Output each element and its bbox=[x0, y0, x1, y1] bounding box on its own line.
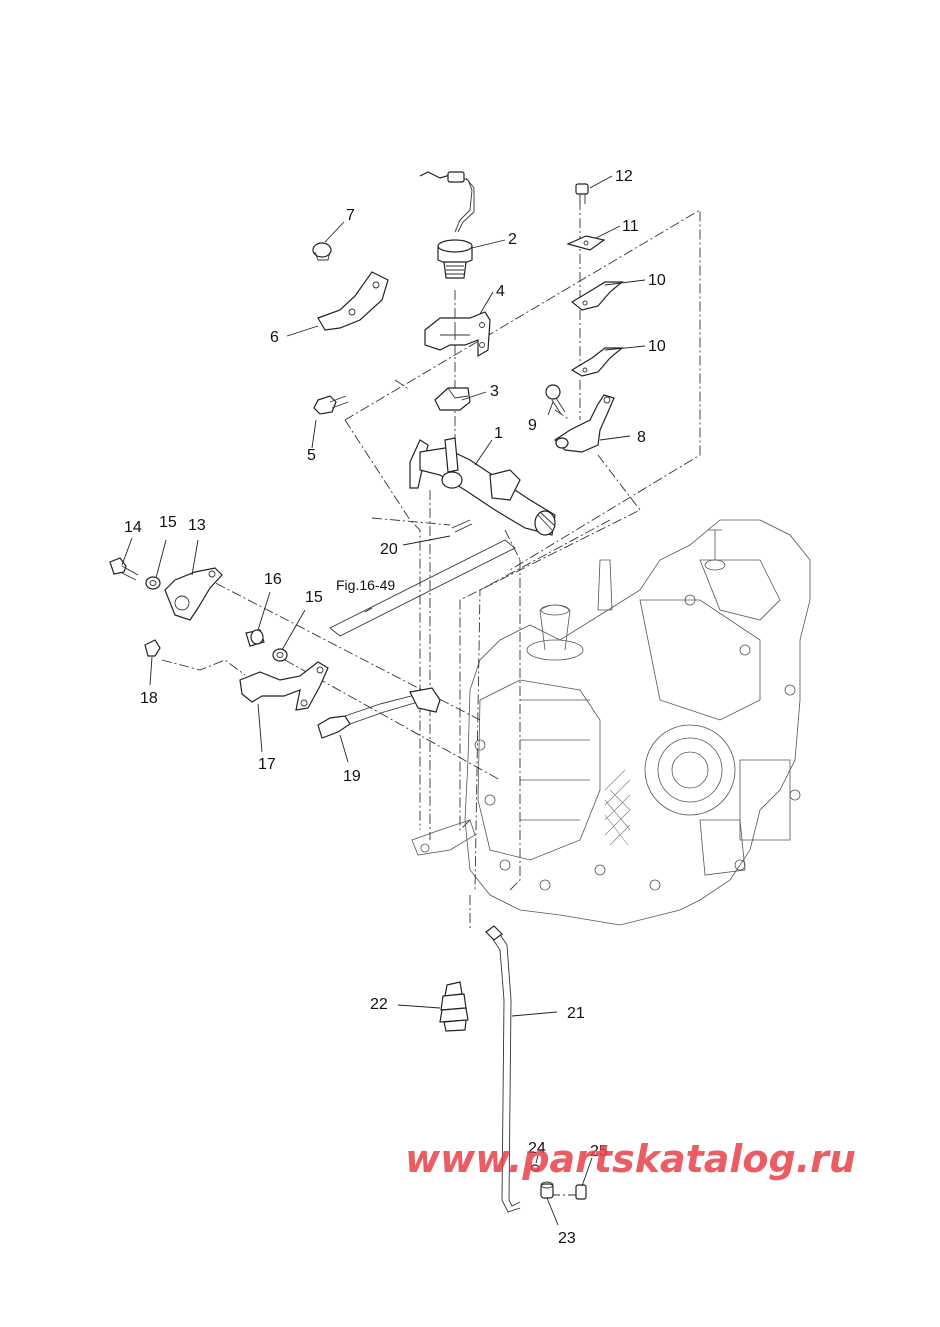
part-12-bolt bbox=[575, 183, 589, 204]
part-24-pin bbox=[530, 1164, 540, 1172]
callout-6: 6 bbox=[270, 329, 279, 346]
figure-reference-label: Fig.16-49 bbox=[336, 577, 395, 593]
part-18-bolt bbox=[144, 639, 161, 657]
callout-4: 4 bbox=[496, 283, 505, 300]
callout-15b: 15 bbox=[305, 589, 323, 606]
callout-18: 18 bbox=[140, 690, 158, 707]
callout-24: 24 bbox=[528, 1140, 546, 1157]
part-19-cable bbox=[317, 687, 441, 739]
part-23-nut bbox=[540, 1181, 554, 1199]
callout-22: 22 bbox=[370, 996, 388, 1013]
part-2-sensor bbox=[419, 171, 475, 279]
callout-10a: 10 bbox=[648, 272, 666, 289]
callout-labels: 1 2 3 4 5 6 7 8 9 10 10 11 12 13 14 15 1… bbox=[124, 168, 666, 1247]
callout-23: 23 bbox=[558, 1230, 576, 1247]
part-15-washer-b bbox=[272, 648, 288, 662]
leader-lines bbox=[121, 175, 646, 1226]
callout-13: 13 bbox=[188, 517, 206, 534]
callout-14: 14 bbox=[124, 519, 142, 536]
part-25-cap bbox=[575, 1184, 587, 1200]
part-14-bolt bbox=[109, 557, 139, 581]
part-22-grommet bbox=[439, 981, 469, 1032]
callout-11: 11 bbox=[622, 218, 639, 235]
part-20-pin bbox=[451, 519, 473, 533]
callout-15a: 15 bbox=[159, 514, 177, 531]
part-11-plate bbox=[566, 235, 606, 251]
part-13-bracket bbox=[164, 567, 223, 621]
callout-7: 7 bbox=[346, 207, 355, 224]
part-8-lever bbox=[554, 394, 615, 453]
part-7-cap bbox=[312, 242, 332, 261]
part-10-clip-upper bbox=[570, 281, 624, 311]
part-6-plate bbox=[317, 271, 389, 331]
part-21-rod bbox=[485, 925, 521, 1213]
callout-17: 17 bbox=[258, 756, 276, 773]
callout-3: 3 bbox=[490, 383, 499, 400]
watermark-text: www.partskatalog.ru bbox=[405, 1137, 856, 1181]
callout-19: 19 bbox=[343, 768, 361, 785]
part-4-bracket bbox=[424, 311, 491, 358]
callout-8: 8 bbox=[637, 429, 646, 446]
engine-block bbox=[411, 519, 811, 926]
callout-2: 2 bbox=[508, 231, 517, 248]
part-5-bolt bbox=[313, 395, 349, 415]
callout-5: 5 bbox=[307, 447, 316, 464]
callout-9: 9 bbox=[528, 417, 537, 434]
callout-10b: 10 bbox=[648, 338, 666, 355]
callout-21: 21 bbox=[567, 1005, 585, 1022]
part-15-washer-a bbox=[145, 576, 161, 590]
callout-1: 1 bbox=[494, 425, 503, 442]
callout-12: 12 bbox=[615, 168, 633, 185]
part-17-bracket bbox=[239, 661, 329, 711]
part-16-collar bbox=[245, 629, 265, 647]
callout-25: 25 bbox=[590, 1143, 608, 1160]
part-9-bolt bbox=[545, 384, 566, 415]
fig-ref-rod bbox=[329, 539, 516, 637]
part-1-shaft bbox=[409, 437, 556, 536]
part-3-clip bbox=[434, 387, 471, 411]
part-10-clip-lower bbox=[570, 347, 624, 377]
callout-16: 16 bbox=[264, 571, 282, 588]
callout-20: 20 bbox=[380, 541, 398, 558]
